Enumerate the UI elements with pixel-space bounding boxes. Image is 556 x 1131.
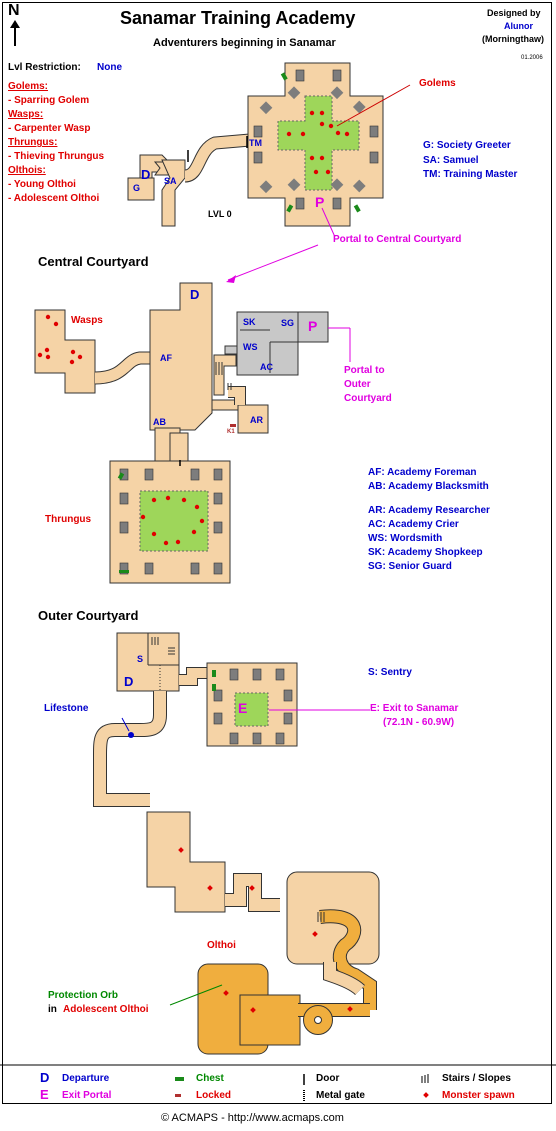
npc-academy-blacksmith: AB: Academy Blacksmith — [368, 481, 489, 492]
npc-training-master: TM: Training Master — [423, 169, 518, 180]
portal-central-callout: Portal to Central Courtyard — [333, 234, 462, 245]
olthoi-label: Olthoi — [207, 940, 236, 951]
portal-outer-callout-1: Portal to — [344, 365, 385, 376]
legend-monster-spawn: Monster spawn — [442, 1090, 515, 1101]
exit-portal-marker: E — [238, 700, 248, 716]
golems-item: - Sparring Golem — [8, 95, 90, 106]
thrungus-room-label: Thrungus — [45, 514, 92, 525]
sentry-marker: S — [137, 654, 144, 664]
senior-guard-marker: SG — [281, 318, 295, 328]
legend-chest: Chest — [196, 1073, 224, 1084]
server-name: (Morningthaw) — [482, 34, 544, 44]
legend-exit-symbol: E — [40, 1087, 49, 1102]
outer-departure-marker: D — [124, 674, 134, 689]
legend-stairs: Stairs / Slopes — [442, 1073, 511, 1084]
lvl0-departure-marker: D — [141, 167, 151, 182]
academy-blacksmith-marker: AB — [153, 417, 166, 427]
golems-callout: Golems — [419, 78, 456, 89]
lvl0-map — [127, 62, 411, 283]
npc-academy-crier: AC: Academy Crier — [368, 519, 459, 530]
north-label: N — [8, 2, 20, 19]
lvl-restriction-label: Lvl Restriction: — [8, 62, 81, 73]
lvl0-portal-marker: P — [315, 194, 325, 210]
npc-sentry: S: Sentry — [368, 667, 412, 678]
wordsmith-marker: WS — [243, 342, 258, 352]
academy-foreman-marker: AF — [160, 353, 172, 363]
wasps-item: - Carpenter Wasp — [8, 123, 91, 134]
locked-key-marker: K1 — [227, 429, 235, 435]
map-date: 01.2006 — [521, 55, 543, 61]
legend-departure-symbol: D — [40, 1070, 50, 1085]
npc-samuel: SA: Samuel — [423, 155, 479, 166]
academy-crier-marker: AC — [260, 362, 273, 372]
wasps-heading: Wasps: — [8, 109, 44, 120]
exit-sanamar-label: E: Exit to Sanamar — [370, 703, 459, 714]
page-title: Sanamar Training Academy — [120, 8, 356, 28]
npc-society-greeter: G: Society Greeter — [423, 140, 511, 151]
thrungus-item: - Thieving Thrungus — [8, 151, 105, 162]
olthois-item-young: - Young Olthoi — [8, 179, 76, 190]
central-courtyard-map — [34, 282, 351, 584]
academy-researcher-marker: AR — [250, 415, 263, 425]
outer-courtyard-heading: Outer Courtyard — [38, 608, 139, 623]
golems-heading: Golems: — [8, 81, 49, 92]
outer-courtyard-map — [93, 632, 380, 1055]
central-portal-marker: P — [308, 318, 318, 334]
lifestone-label: Lifestone — [44, 703, 89, 714]
legend-door: Door — [316, 1073, 340, 1084]
map-frame — [2, 2, 552, 1104]
thrungus-heading: Thrungus: — [8, 137, 58, 148]
designed-by-label: Designed by — [487, 8, 541, 18]
legend-exit-portal: Exit Portal — [62, 1090, 112, 1101]
designer-name: Alunor — [504, 21, 533, 31]
exit-sanamar-coords: (72.1N - 60.9W) — [383, 717, 455, 728]
legend-departure: Departure — [62, 1073, 110, 1084]
adolescent-olthoi-label: Adolescent Olthoi — [63, 1004, 149, 1015]
lvl-restriction-value: None — [97, 62, 122, 73]
npc-senior-guard: SG: Senior Guard — [368, 561, 452, 572]
portal-outer-callout-3: Courtyard — [344, 393, 392, 404]
olthois-item-adolescent: - Adolescent Olthoi — [8, 193, 100, 204]
central-courtyard-heading: Central Courtyard — [38, 254, 149, 269]
lvl0-level-label: LVL 0 — [208, 209, 232, 219]
npc-wordsmith: WS: Wordsmith — [368, 533, 443, 544]
portal-outer-callout-2: Outer — [344, 379, 371, 390]
lvl0-training-master-marker: TM — [249, 138, 262, 148]
central-departure-marker: D — [190, 287, 200, 302]
olthois-heading: Olthois: — [8, 165, 46, 176]
npc-academy-foreman: AF: Academy Foreman — [368, 467, 477, 478]
page-subtitle: Adventurers beginning in Sanamar — [153, 37, 336, 49]
wasps-room-label: Wasps — [71, 315, 103, 326]
npc-academy-shopkeep: SK: Academy Shopkeep — [368, 547, 483, 558]
footer-copyright: © ACMAPS - http://www.acmaps.com — [161, 1112, 344, 1124]
shopkeep-marker: SK — [243, 317, 256, 327]
protection-orb-label: Protection Orb — [48, 990, 119, 1001]
north-arrow-icon — [10, 20, 20, 46]
legend-symbols — [0, 1064, 556, 1102]
legend-metal-gate: Metal gate — [316, 1090, 365, 1101]
lvl0-society-greeter-marker: G — [133, 183, 141, 193]
legend-locked: Locked — [196, 1090, 232, 1101]
protection-orb-in: in — [48, 1004, 57, 1015]
lvl0-samuel-marker: SA — [164, 176, 177, 186]
npc-academy-researcher: AR: Academy Researcher — [368, 505, 490, 516]
